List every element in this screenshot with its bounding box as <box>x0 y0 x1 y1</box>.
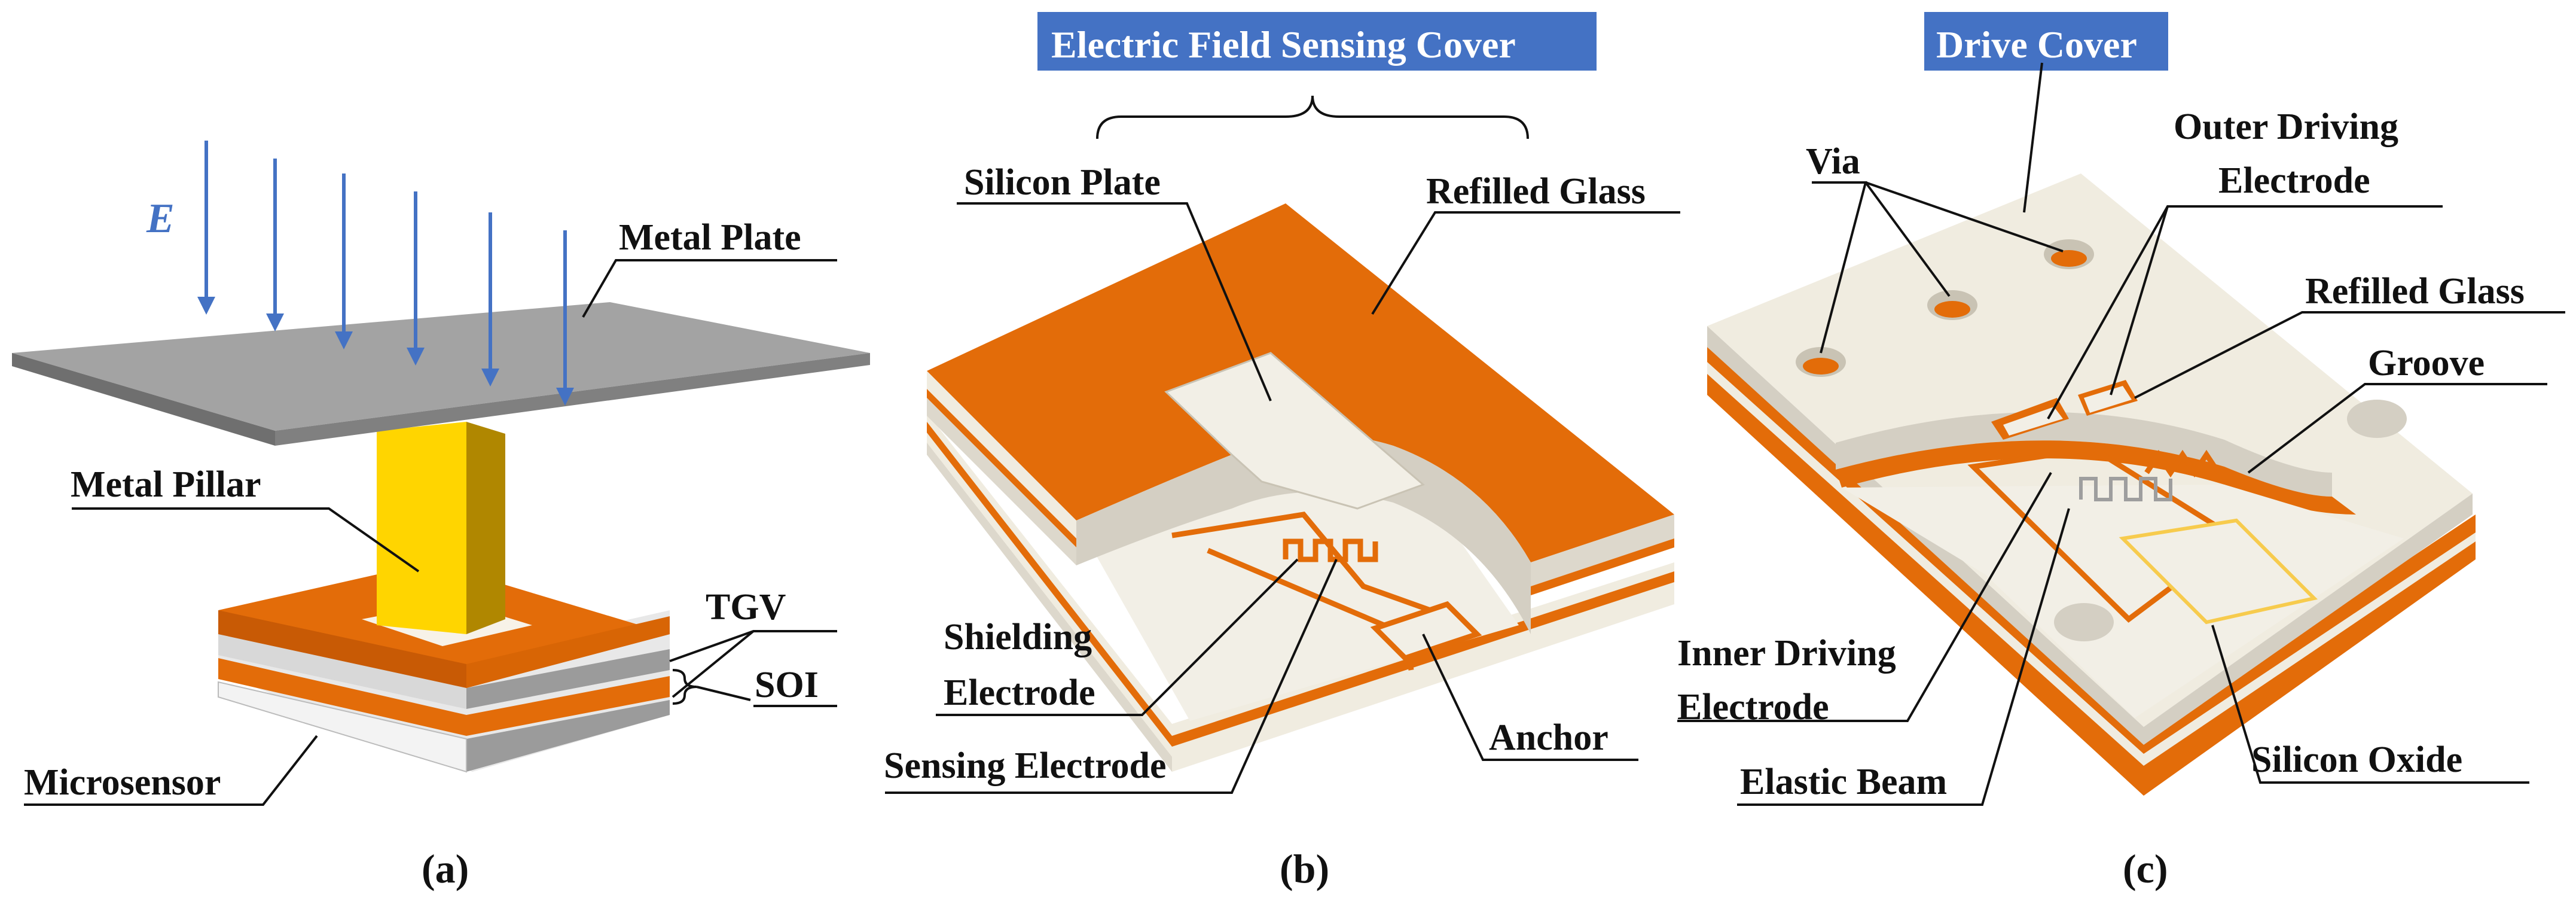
outer-driving-electrode-label-2: Electrode <box>2218 160 2370 201</box>
soi-label: SOI <box>755 665 819 705</box>
metal-pillar <box>377 422 505 634</box>
anchor-label: Anchor <box>1489 717 1609 758</box>
silicon-plate-label: Silicon Plate <box>964 162 1161 203</box>
base-c <box>1707 347 2476 796</box>
caption-b: (b) <box>1280 846 1329 891</box>
cover-c <box>1707 173 2473 745</box>
title-c: Drive Cover <box>1936 23 2137 66</box>
cover-b <box>927 203 1674 634</box>
e-field-arrows <box>197 141 574 406</box>
inner-driving-electrode-label-2: Electrode <box>1677 687 1829 728</box>
metal-pillar-label: Metal Pillar <box>71 464 261 505</box>
microsensor-label: Microsensor <box>24 762 221 803</box>
shielding-electrode-label-2: Electrode <box>944 672 1095 713</box>
caption-c: (c) <box>2123 846 2168 891</box>
base-b <box>927 413 1674 772</box>
inner-driving-electrode-label-1: Inner Driving <box>1677 633 1896 674</box>
caption-a: (a) <box>422 846 469 891</box>
refilled-glass-label-c: Refilled Glass <box>2305 271 2525 312</box>
tgv-label: TGV <box>706 587 786 628</box>
metal-plate <box>12 302 870 446</box>
shielding-electrode-label-1: Shielding <box>944 617 1092 658</box>
silicon-oxide-label: Silicon Oxide <box>2251 739 2462 780</box>
inner-electrodes-c <box>1967 446 2318 625</box>
groove-label: Groove <box>2368 343 2485 383</box>
via-label: Via <box>1806 141 1860 182</box>
panel-c: Drive Cover <box>1677 12 2565 891</box>
refilled-glass-label-b: Refilled Glass <box>1426 171 1646 212</box>
electrodes-b <box>1171 512 1482 671</box>
metal-plate-label: Metal Plate <box>619 217 801 258</box>
panel-b: Electric Field Sensing Cover <box>884 12 1680 891</box>
e-field-symbol: E <box>146 196 175 242</box>
title-box-c <box>1924 12 2168 71</box>
outer-driving-electrode-label-1: Outer Driving <box>2174 106 2398 147</box>
title-b: Electric Field Sensing Cover <box>1051 23 1516 66</box>
sensing-electrode-label: Sensing Electrode <box>884 745 1166 786</box>
elastic-beam-label: Elastic Beam <box>1740 762 1947 802</box>
title-box-b <box>1037 12 1597 71</box>
panel-a: E Metal Plate Metal Pillar TGV SOI Micro… <box>12 141 870 891</box>
